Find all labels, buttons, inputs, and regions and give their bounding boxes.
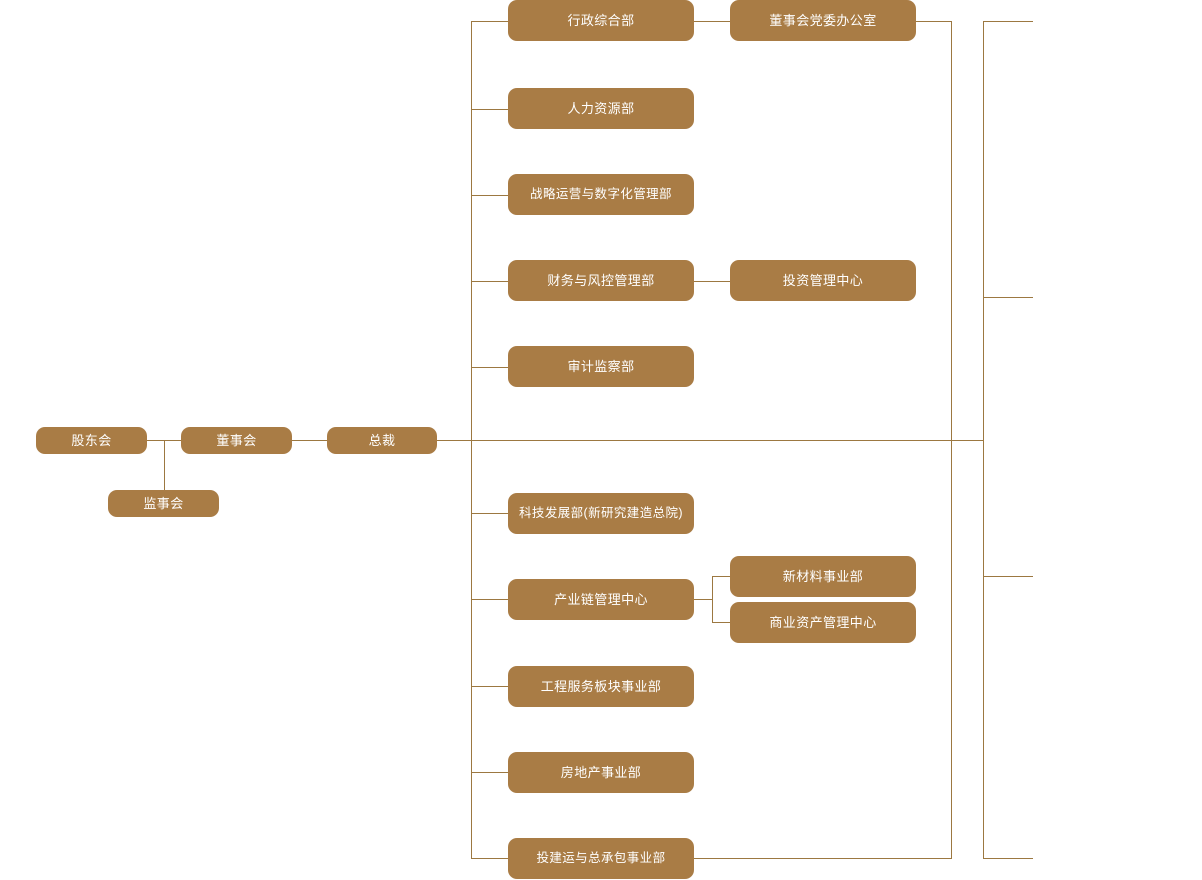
node-dept-industry-chain[interactable]: 产业链管理中心 bbox=[508, 579, 694, 620]
node-dept-administration[interactable]: 行政综合部 bbox=[508, 0, 694, 41]
node-board-of-directors[interactable]: 董事会 bbox=[181, 427, 292, 454]
node-dept-investment-construction-epc[interactable]: 投建运与总承包事业部 bbox=[508, 838, 694, 879]
node-president[interactable]: 总裁 bbox=[327, 427, 437, 454]
edge-supervisory-drop bbox=[164, 440, 165, 491]
edge-bracket-outer-stub-3 bbox=[983, 576, 1033, 577]
node-shareholders-meeting[interactable]: 股东会 bbox=[36, 427, 147, 454]
edge-trunk-to-dept-lower-4 bbox=[471, 858, 509, 859]
edge-trunk-to-dept-lower-0 bbox=[471, 513, 509, 514]
edge-bracket-inner-bottom-stub bbox=[694, 858, 952, 859]
node-board-party-office[interactable]: 董事会党委办公室 bbox=[730, 0, 916, 41]
edge-bracket-outer-spine bbox=[983, 21, 984, 859]
node-dept-audit-supervision[interactable]: 审计监察部 bbox=[508, 346, 694, 387]
node-new-materials-division[interactable]: 新材料事业部 bbox=[730, 556, 916, 597]
node-dept-science-technology[interactable]: 科技发展部(新研究建造总院) bbox=[508, 493, 694, 534]
edge-trunk-lower bbox=[471, 440, 472, 859]
edge-trunk-to-dept-lower-3 bbox=[471, 772, 509, 773]
node-investment-management-center[interactable]: 投资管理中心 bbox=[730, 260, 916, 301]
edge-industry-chain-stem bbox=[694, 599, 713, 600]
node-commercial-asset-center[interactable]: 商业资产管理中心 bbox=[730, 602, 916, 643]
node-dept-finance-risk[interactable]: 财务与风控管理部 bbox=[508, 260, 694, 301]
edge-trunk-upper bbox=[471, 21, 472, 441]
edge-to-commercial-asset-center bbox=[712, 622, 731, 623]
node-supervisory-board[interactable]: 监事会 bbox=[108, 490, 219, 517]
edge-finance-to-investment-center bbox=[694, 281, 730, 282]
node-dept-strategy-digital[interactable]: 战略运营与数字化管理部 bbox=[508, 174, 694, 215]
edge-bracket-inner-top-stub bbox=[916, 21, 952, 22]
edge-trunk-to-dept-upper-4 bbox=[471, 367, 509, 368]
edge-president-main-trunk bbox=[437, 440, 984, 441]
edge-trunk-to-dept-upper-2 bbox=[471, 195, 509, 196]
edge-trunk-to-dept-lower-1 bbox=[471, 599, 509, 600]
node-dept-human-resources[interactable]: 人力资源部 bbox=[508, 88, 694, 129]
edge-trunk-to-dept-upper-3 bbox=[471, 281, 509, 282]
edge-trunk-to-dept-lower-2 bbox=[471, 686, 509, 687]
edge-board-to-president bbox=[292, 440, 327, 441]
edge-bracket-outer-stub-4 bbox=[983, 858, 1033, 859]
edge-bracket-outer-stub-2 bbox=[983, 297, 1033, 298]
edge-administration-to-party-office bbox=[694, 21, 730, 22]
edge-to-new-materials bbox=[712, 576, 731, 577]
edge-industry-chain-split bbox=[712, 576, 713, 623]
edge-bracket-inner-spine bbox=[951, 21, 952, 859]
edge-trunk-to-dept-upper-1 bbox=[471, 109, 509, 110]
edge-trunk-to-dept-upper-0 bbox=[471, 21, 509, 22]
node-dept-real-estate[interactable]: 房地产事业部 bbox=[508, 752, 694, 793]
edge-bracket-outer-stub-1 bbox=[983, 21, 1033, 22]
node-dept-engineering-services[interactable]: 工程服务板块事业部 bbox=[508, 666, 694, 707]
